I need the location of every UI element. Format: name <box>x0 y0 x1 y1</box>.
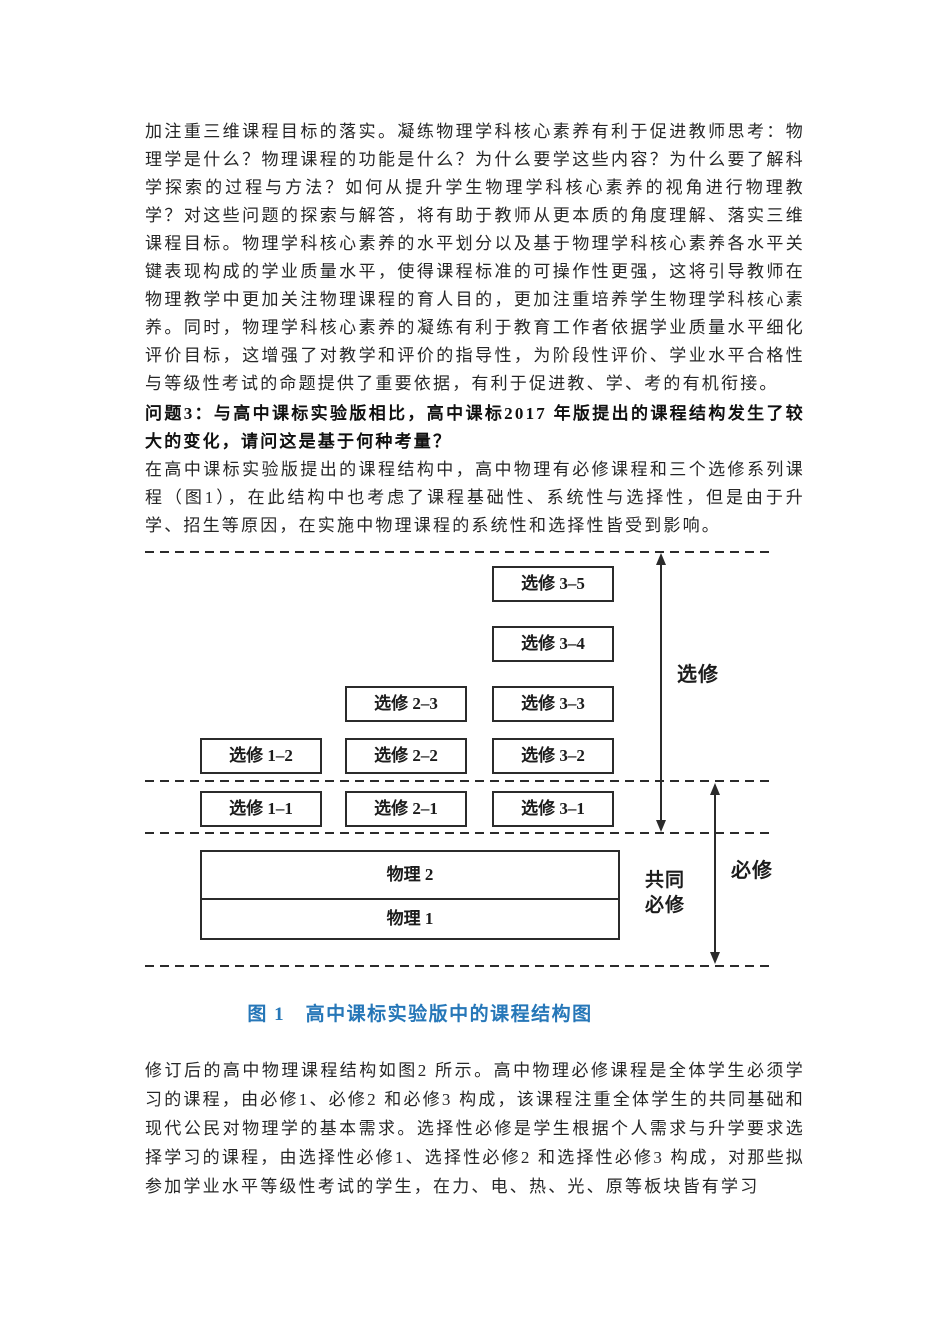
common-compulsory-line1: 共同 <box>644 870 685 891</box>
paragraph-revised-structure: 修订后的高中物理课程结构如图2 所示。高中物理必修课程是全体学生必须学习的课程，… <box>145 1061 805 1196</box>
common-compulsory-line2: 必修 <box>644 895 685 916</box>
module-box-elective-3-2: 选修 3–2 <box>492 738 614 774</box>
dashed-boundary-lines <box>145 551 775 967</box>
module-box-elective-1-2: 选修 1–2 <box>200 738 322 774</box>
module-box-physics-2: 物理 2 <box>200 850 620 900</box>
compulsory-span-label: 必修 <box>731 860 773 882</box>
module-box-elective-2-2: 选修 2–2 <box>345 738 467 774</box>
module-box-elective-1-1: 选修 1–1 <box>200 791 322 827</box>
module-box-elective-3-3: 选修 3–3 <box>492 686 614 722</box>
document-page: 加注重三维课程目标的落实。凝练物理学科核心素养有利于促进教师思考：物理学是什么？… <box>145 122 805 1196</box>
question-3-heading: 问题3：与高中课标实验版相比，高中课标2017 年版提出的课程结构发生了较大的变… <box>145 404 805 451</box>
module-box-elective-3-4: 选修 3–4 <box>492 626 614 662</box>
elective-span-label: 选修 <box>677 664 719 686</box>
paragraph-core-literacy: 加注重三维课程目标的落实。凝练物理学科核心素养有利于促进教师思考：物理学是什么？… <box>145 122 805 393</box>
figure-1-caption: 图 1 高中课标实验版中的课程结构图 <box>247 1004 593 1025</box>
module-box-elective-3-1: 选修 3–1 <box>492 791 614 827</box>
module-box-elective-2-3: 选修 2–3 <box>345 686 467 722</box>
figure-1-curriculum-structure-diagram: 选修 3–5 选修 3–4 选修 2–3 选修 3–3 选修 1–2 选修 2–… <box>145 546 775 971</box>
paragraph-experimental-structure: 在高中课标实验版提出的课程结构中，高中物理有必修课程和三个选修系列课程（图1），… <box>145 460 805 535</box>
common-compulsory-label: 共同 必修 <box>632 868 698 918</box>
module-box-elective-3-5: 选修 3–5 <box>492 566 614 602</box>
module-box-physics-1: 物理 1 <box>200 898 620 940</box>
figure-lines-and-arrows <box>145 551 775 967</box>
module-box-elective-2-1: 选修 2–1 <box>345 791 467 827</box>
compulsory-span-arrow <box>710 783 720 964</box>
elective-span-arrow <box>656 553 666 832</box>
